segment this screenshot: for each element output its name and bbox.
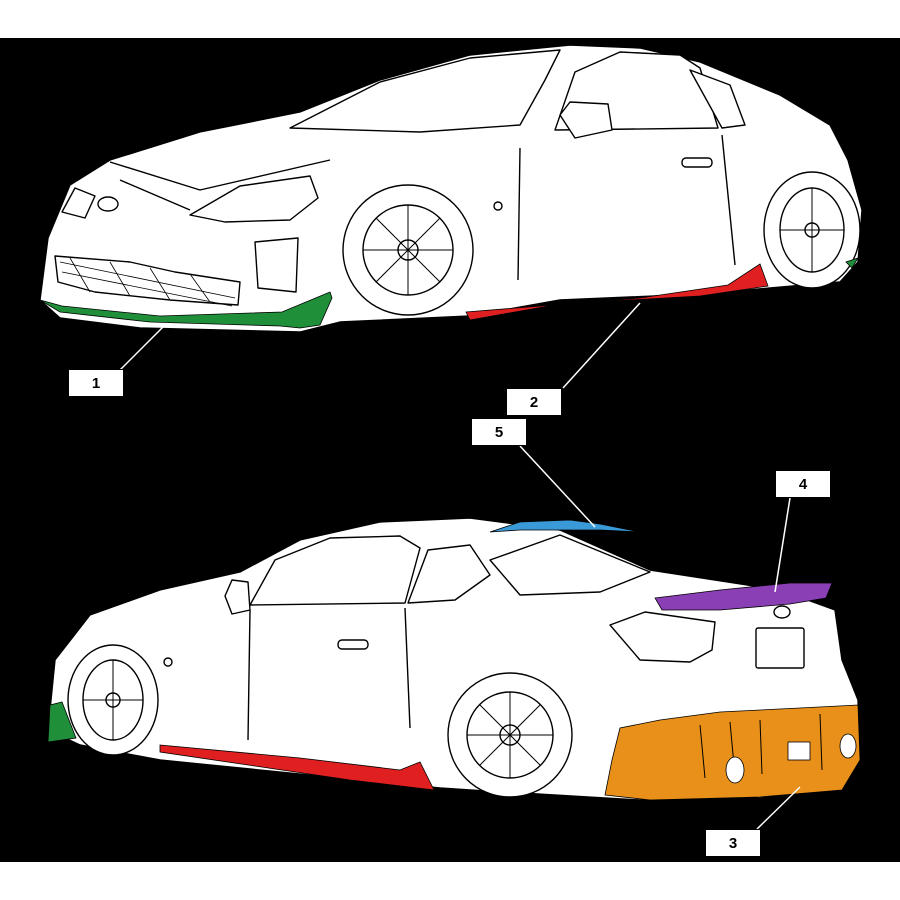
rear-car-mirror	[224, 579, 251, 615]
callout-5-number: 5	[494, 423, 504, 441]
callout-3-number: 3	[728, 834, 738, 852]
front-car-windshield	[289, 49, 561, 133]
rear-car-exhaust-right	[839, 733, 857, 759]
front-car-hood-line	[109, 159, 331, 211]
callout-4: 4	[775, 470, 831, 498]
rear-car-taillight	[609, 611, 716, 663]
part-1-front-lip	[39, 291, 333, 329]
front-view-parts	[39, 257, 859, 329]
rear-car-side-window	[249, 535, 421, 606]
front-car-door-line	[517, 134, 736, 281]
part-2-side-skirt-front	[465, 263, 769, 321]
front-car-emblem	[97, 196, 119, 212]
front-car-rear-spokes	[780, 188, 844, 272]
part-1-front-lip-side	[47, 701, 77, 743]
front-car-mirror	[559, 101, 613, 139]
rear-car-rear-glass	[489, 534, 651, 596]
callout-2: 2	[506, 388, 562, 416]
front-car-front-spokes	[363, 205, 453, 295]
front-car-grille	[54, 255, 241, 306]
callout-2-number: 2	[529, 393, 539, 411]
part-2-side-skirt-rear	[159, 744, 435, 791]
rear-car-door-handle	[337, 639, 369, 650]
rear-car-emblem	[773, 605, 791, 619]
part-1-front-lip-rear	[845, 257, 859, 269]
front-car-headlight-left	[189, 175, 319, 223]
front-car-fog-vent	[254, 237, 299, 293]
callout-1: 1	[68, 369, 124, 397]
front-car-grille-mesh	[59, 257, 236, 307]
leader-line-3	[756, 786, 801, 830]
front-car-headlight-right	[61, 187, 96, 219]
part-4-rear-spoiler	[654, 582, 833, 611]
callout-3: 3	[705, 829, 761, 857]
leader-line-4	[774, 497, 791, 593]
leader-lines	[119, 302, 801, 830]
front-car-fuel-cap	[493, 201, 503, 211]
rear-view-parts	[47, 519, 861, 801]
rear-car-license-plate	[755, 627, 805, 669]
callout-5: 5	[471, 418, 527, 446]
rear-car-quarter-window	[407, 544, 491, 604]
part-3-diffuser-fins	[699, 713, 823, 779]
part-5-roof-fin	[489, 519, 641, 533]
callout-1-number: 1	[91, 374, 101, 392]
front-car-rear-window	[689, 69, 746, 129]
leader-line-5	[519, 445, 596, 528]
rear-car-diffuser-badge	[787, 741, 811, 761]
callout-4-number: 4	[798, 475, 808, 493]
front-car-door-handle	[681, 157, 713, 168]
leader-line-2	[562, 302, 641, 389]
rear-car-rear-spokes	[467, 692, 553, 778]
rear-car-door-line	[247, 607, 411, 741]
front-view-car	[39, 44, 863, 333]
rear-car-front-spokes	[83, 660, 143, 740]
rear-car-fuel-cap	[163, 657, 173, 667]
leader-line-1	[119, 324, 166, 371]
rear-car-exhaust-left	[725, 756, 745, 784]
